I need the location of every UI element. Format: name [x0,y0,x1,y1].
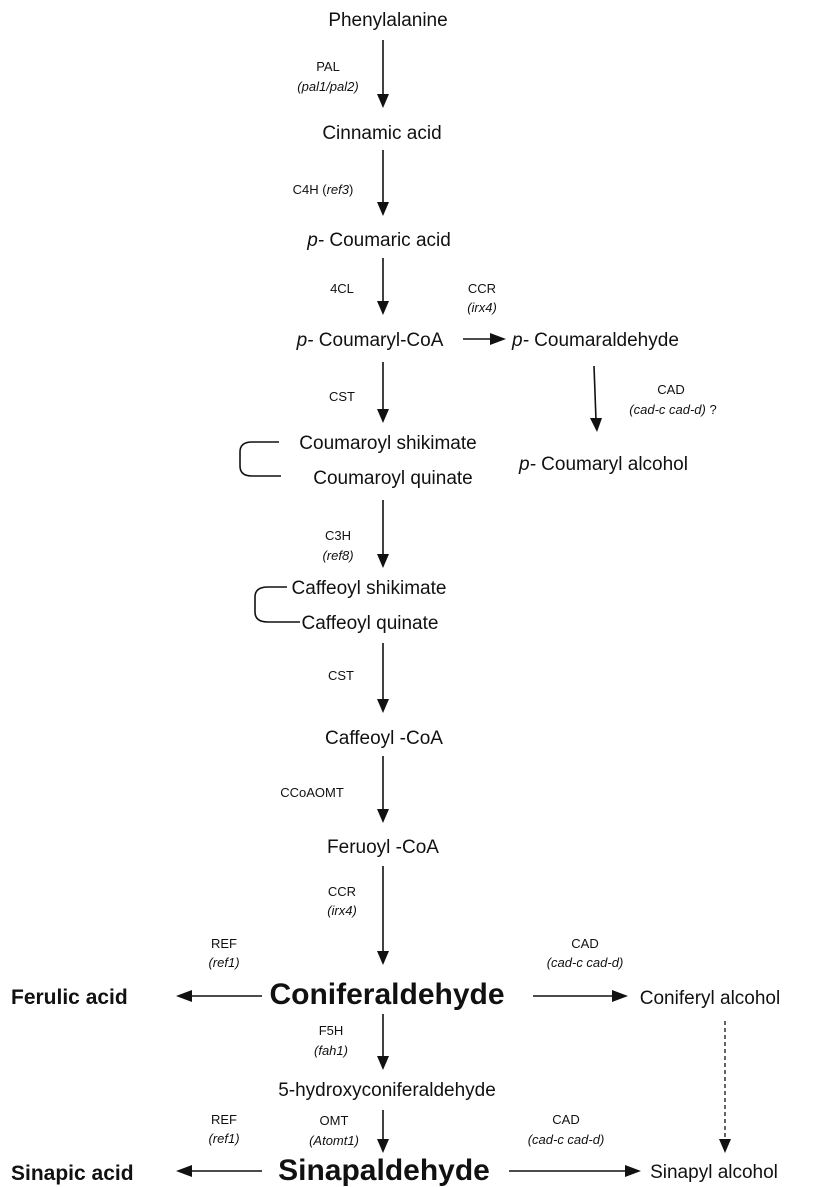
compound-coumaroyl-shikimate: Coumaroyl shikimate [299,433,476,454]
gene-cad-top: (cad-c cad-d) ? [629,402,716,417]
enzyme-ccr-top: CCR [468,281,496,296]
bracket-caffeoyl [254,586,300,623]
arrow-cst-1 [377,362,389,423]
compound-caffeoyl-quinate: Caffeoyl quinate [302,613,439,634]
compound-name-rest: Coumaraldehyde [529,330,679,351]
arrow-ccr-top [463,333,506,345]
italic-prefix: p- [296,330,314,351]
compound-caffeoyl-shikimate: Caffeoyl shikimate [292,578,447,599]
gene-c4h: ref3 [327,182,350,197]
compound-sinapaldehyde: Sinapaldehyde [278,1154,490,1187]
compound-name-rest: Coumaric acid [324,230,451,251]
arrow-ref-bot [176,1165,262,1177]
enzyme-4cl: 4CL [330,281,354,296]
enzyme-ref-bot: REF [211,1112,237,1127]
enzyme-cst-2: CST [328,668,354,683]
arrow-c4h [377,150,389,216]
italic-prefix: p- [511,330,529,351]
enzyme-omt: OMT [320,1113,349,1128]
italic-prefix: p- [518,454,536,475]
enzyme-cad-bot: CAD [552,1112,579,1127]
arrow-ref-mid [176,990,262,1002]
enzyme-pal: PAL [316,59,340,74]
compound-phenylalanine: Phenylalanine [328,10,447,31]
enzyme-ref-mid: REF [211,936,237,951]
enzyme-ccr-mid: CCR [328,884,356,899]
gene-omt: (Atomt1) [309,1133,359,1148]
compound-p-coumaric-acid: p- Coumaric acid [306,230,451,251]
arrow-cst-2 [377,643,389,713]
compound-p-coumaraldehyde: p- Coumaraldehyde [511,330,679,351]
arrow-cad-mid [533,990,628,1002]
compound-coumaroyl-quinate: Coumaroyl quinate [313,468,472,489]
arrow-omt [377,1110,389,1153]
compound-ferulic-acid: Ferulic acid [11,986,128,1009]
compound-coniferyl-alcohol: Coniferyl alcohol [640,988,780,1009]
enzyme-cad-top: CAD [657,382,684,397]
arrow-ccoaomt [377,756,389,823]
enzyme-ccoaomt: CCoAOMT [280,785,344,800]
arrow-cad-top [590,365,602,432]
gene-ref-bot: (ref1) [208,1131,239,1146]
compound-coniferaldehyde: Coniferaldehyde [269,978,504,1011]
enzyme-c4h-close: ) [349,182,353,197]
arrow-4cl [377,258,389,315]
arrow-c3h [377,500,389,568]
compound-sinapyl-alcohol: Sinapyl alcohol [650,1162,778,1183]
arrow-dashed-coniferyl-to-sinapyl [719,1021,731,1153]
gene-pal: (pal1/pal2) [297,79,358,94]
compound-5-hydroxyconiferaldehyde: 5-hydroxyconiferaldehyde [278,1080,496,1101]
arrow-f5h [377,1014,389,1070]
compound-feruoyl-coa: Feruoyl -CoA [327,837,439,858]
compound-cinnamic-acid: Cinnamic acid [322,123,441,144]
gene-ccr-top: (irx4) [467,300,497,315]
gene-ccr-mid: (irx4) [327,903,357,918]
enzyme-cad-mid: CAD [571,936,598,951]
gene-f5h: (fah1) [314,1043,348,1058]
gene-cad-top-name: (cad-c cad-d) [629,402,706,417]
italic-prefix: p- [306,230,324,251]
gene-ref-mid: (ref1) [208,955,239,970]
bracket-coumaroyl [239,441,281,477]
enzyme-f5h: F5H [319,1023,344,1038]
compound-name-rest: Coumaryl-CoA [314,330,444,351]
arrow-ccr-mid [377,866,389,965]
gene-cad-top-suffix: ? [706,402,717,417]
enzyme-c4h: C4H (ref3) [293,182,354,197]
enzyme-c3h: C3H [325,528,351,543]
compound-p-coumaryl-coa: p- Coumaryl-CoA [296,330,444,351]
enzyme-c4h-name: C4H ( [293,182,328,197]
arrow-cad-bot [509,1165,641,1177]
compound-p-coumaryl-alcohol: p- Coumaryl alcohol [518,454,688,475]
arrow-pal [377,40,389,108]
compound-caffeoyl-coa: Caffeoyl -CoA [325,728,443,749]
gene-c3h: (ref8) [322,548,353,563]
enzyme-cst-1: CST [329,389,355,404]
compound-name-rest: Coumaryl alcohol [536,454,688,475]
compound-sinapic-acid: Sinapic acid [11,1162,134,1185]
gene-cad-mid: (cad-c cad-d) [547,955,624,970]
gene-cad-bot: (cad-c cad-d) [528,1132,605,1147]
